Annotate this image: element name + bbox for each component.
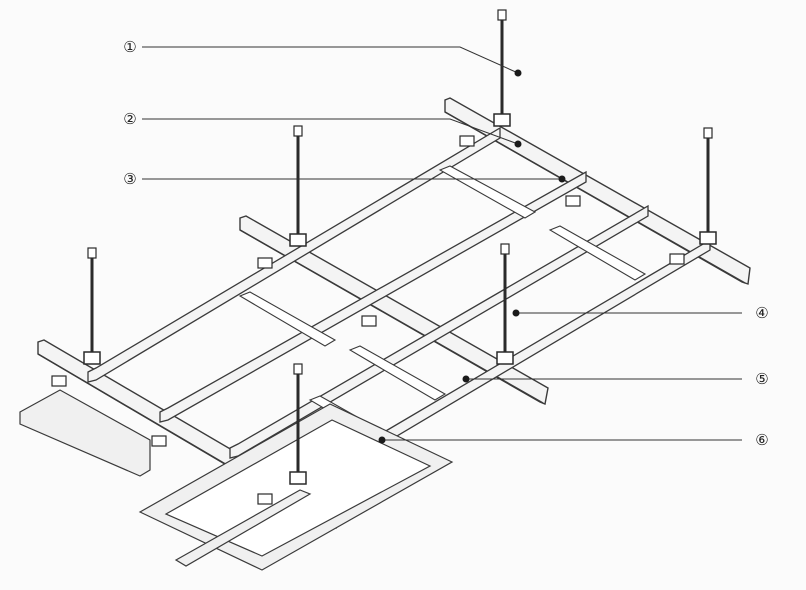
rod-cap-2 (293, 125, 303, 137)
leader-lines (142, 46, 742, 441)
t-rail-3 (238, 291, 337, 347)
callout-1: ① (123, 38, 136, 56)
rod-nut-3 (699, 231, 717, 245)
t-rail-2 (548, 225, 647, 281)
callout-5: ⑤ (755, 370, 768, 388)
leader-dot-3 (558, 175, 566, 183)
callout-6: ⑥ (755, 431, 768, 449)
cross-channels (87, 126, 711, 493)
leader-dot-5 (462, 375, 470, 383)
leader-dot-4 (512, 309, 520, 317)
leader-dots (378, 69, 566, 444)
callout-2: ② (123, 110, 136, 128)
t-rail-1 (438, 165, 537, 219)
callout-4: ④ (755, 304, 768, 322)
rod-cap-6 (293, 363, 303, 375)
panel-bottom-inner (164, 419, 432, 557)
panel-bottom-strip (174, 489, 312, 567)
connector-clips (51, 135, 685, 505)
rod-cap-5 (500, 243, 510, 255)
clip-8 (257, 493, 273, 505)
t-rail-4 (348, 345, 447, 401)
rod-caps (87, 9, 713, 375)
cross-channel-left (87, 126, 501, 383)
cross-channel-center (159, 170, 587, 423)
clip-5 (361, 315, 377, 327)
callout-3: ③ (123, 170, 136, 188)
leader-line-1 (142, 46, 519, 74)
callout-labels: ① ② ③ ④ ⑤ ⑥ (123, 38, 768, 449)
panel-left (19, 389, 151, 477)
leader-dot-2 (514, 140, 522, 148)
rod-nut-5 (496, 351, 514, 365)
clip-4 (257, 257, 273, 269)
clip-7 (151, 435, 167, 447)
rod-nuts (83, 113, 717, 485)
rod-cap-1 (497, 9, 507, 21)
clip-2 (565, 195, 581, 207)
rod-cap-4 (87, 247, 97, 259)
leader-line-2 (142, 118, 519, 145)
rod-nut-2 (289, 233, 307, 247)
leader-dot-6 (378, 436, 386, 444)
rod-cap-3 (703, 127, 713, 139)
cross-channel-inner (229, 204, 649, 459)
rod-nut-4 (83, 351, 101, 365)
rod-nut-1 (493, 113, 511, 127)
clip-3 (669, 253, 685, 265)
clip-6 (51, 375, 67, 387)
leader-dot-1 (514, 69, 522, 77)
clip-1 (459, 135, 475, 147)
ceiling-panels (19, 389, 454, 571)
rod-nut-6 (289, 471, 307, 485)
